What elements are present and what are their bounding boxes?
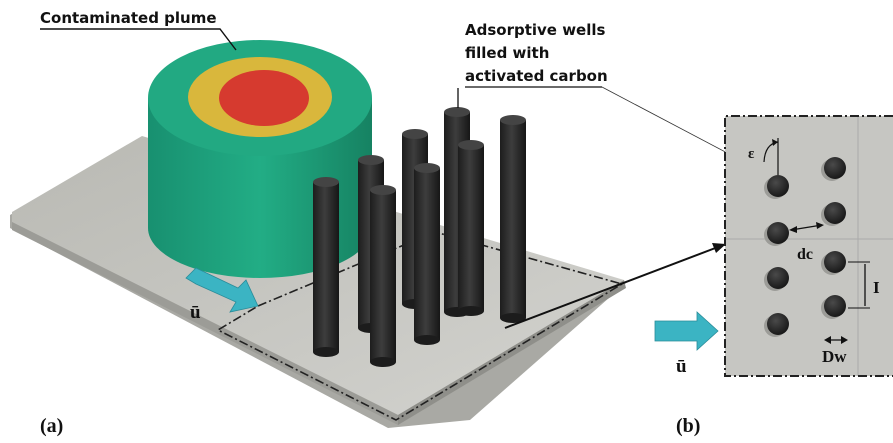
angle-indicator [763,138,779,175]
plan-view-outline [724,115,893,377]
flow-arrow-b [654,311,719,351]
wells-callout-label: Adsorptive wells filled with activated c… [465,21,611,85]
well-section [821,157,846,181]
flow-arrow-a [185,267,259,313]
spacing-dimension [789,222,824,233]
angle-symbol: ε [748,146,755,162]
panel-a: ū Contaminated plume Adsorptive wells fi… [10,9,772,437]
flow-velocity-label-a: ū [190,302,201,323]
zoom-arrow [504,246,719,329]
well-section [764,267,789,291]
panel-a-label: (a) [40,415,63,437]
plume-callout-label: Contaminated plume [40,9,217,27]
well [458,140,484,316]
wells-label-line-2: filled with [465,44,549,62]
row-spacing-label: I [873,278,880,297]
well-section [764,222,789,246]
well [370,185,396,367]
diameter-dimension [824,336,848,344]
well-section [821,202,846,226]
flow-velocity-label-b: ū [676,356,687,377]
panel-b: ε dc I Dw ū (b) [654,115,893,437]
well-group [313,107,526,367]
spacing-label: dc [797,246,813,263]
plume-leader-line [40,28,237,51]
well-section [821,251,846,275]
plan-view-domain [725,116,893,376]
zoom-arrowhead [712,243,726,253]
panel-b-label: (b) [676,415,700,437]
well [414,163,440,345]
well [500,115,526,323]
well-section [764,175,789,199]
well [313,177,339,357]
wells-label-line-3: activated carbon [465,67,608,85]
row-spacing-dimension [848,261,870,309]
well-section [821,295,846,319]
well-section [764,313,789,337]
wells-label-line-1: Adsorptive wells [465,21,606,39]
diameter-label: Dw [822,347,847,366]
well-section-grid [764,157,846,337]
